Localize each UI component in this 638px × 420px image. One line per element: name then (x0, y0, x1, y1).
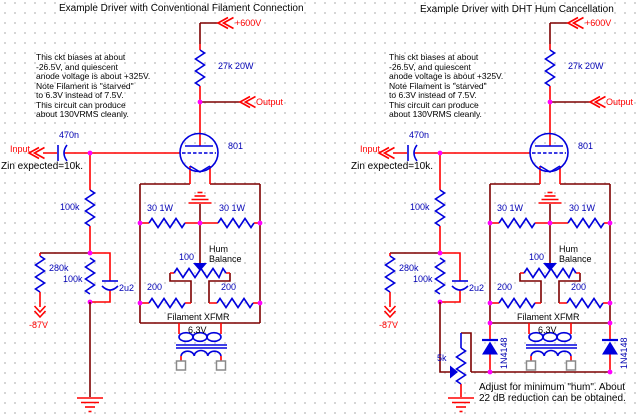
right-circuit-hum-cancel-extras (439, 302, 620, 413)
right-hum-pot-name: Hum Balance (559, 244, 592, 264)
right-title: Example Driver with DHT Hum Cancellation (420, 4, 614, 15)
left-zin-note: Zin expected=10k. (1, 161, 83, 172)
left-title: Example Driver with Conventional Filamen… (59, 3, 304, 14)
right-r200-right-value: 200 (571, 282, 587, 292)
left-tube-value: 801 (228, 141, 244, 151)
left-hum-pot-value: 100 (179, 252, 195, 262)
right-input-label: Input (360, 144, 381, 154)
left-xfmr-name: Filament XFMR (167, 312, 230, 322)
left-r200-left-value: 200 (147, 282, 163, 292)
left-hv-label: +600V (235, 18, 262, 28)
left-r100k-lower-value: 100k (63, 274, 83, 284)
right-zin-note: Zin expected=10k. (351, 161, 433, 172)
right-bypass-cap-value: 2u2 (469, 283, 485, 293)
left-input-cap-value: 470n (59, 130, 80, 140)
left-anode-resistor-value: 27k 20W (218, 61, 254, 71)
right-diode-right-value: 1N4148 (619, 337, 629, 369)
left-circuit-ground-leg (76, 302, 104, 413)
left-r200-right-value: 200 (221, 282, 237, 292)
right-diode-left-value: 1N4148 (499, 337, 509, 369)
right-hum-pot-value: 100 (529, 252, 545, 262)
right-input-cap-value: 470n (409, 130, 430, 140)
right-fil-res-left-value: 30 1W (497, 203, 524, 213)
right-pot-5k-value: 5k (437, 353, 447, 363)
left-grid-resistor-value: 100k (60, 202, 80, 212)
ground-icon (447, 397, 475, 413)
right-fil-res-right-value: 30 1W (569, 203, 596, 213)
right-anode-resistor-value: 27k 20W (568, 61, 604, 71)
left-bias-label: -87V (29, 320, 49, 330)
right-tube-value: 801 (578, 141, 594, 151)
right-grid-resistor-value: 100k (410, 202, 430, 212)
diode-left-symbol (480, 338, 500, 356)
right-adjust-note: Adjust for minimum "hum". About 22 dB re… (479, 382, 626, 404)
right-output-label: Output (606, 97, 634, 107)
left-bypass-cap-value: 2u2 (119, 283, 135, 293)
left-xfmr-voltage: 6.3V (188, 325, 207, 335)
right-bias-label: -87V (379, 320, 399, 330)
pot-5k-symbol (455, 347, 467, 385)
left-input-label: Input (10, 144, 31, 154)
right-r280k-value: 280k (399, 263, 419, 273)
diode-right-symbol (600, 338, 620, 356)
left-r280k-value: 280k (49, 263, 69, 273)
right-note: This ckt biases at about -26.5V, and qui… (389, 52, 504, 119)
pot-5k-wiper-arrow (450, 365, 458, 379)
left-note: This ckt biases at about -26.5V, and qui… (36, 52, 151, 119)
right-xfmr-voltage: 6.3V (538, 325, 557, 335)
left-fil-res-right-value: 30 1W (219, 203, 246, 213)
right-xfmr-name: Filament XFMR (517, 312, 580, 322)
right-hv-label: +600V (585, 18, 612, 28)
left-fil-res-left-value: 30 1W (147, 203, 174, 213)
left-output-label: Output (256, 97, 284, 107)
left-hum-pot-name: Hum Balance (209, 244, 242, 264)
ground-icon (76, 397, 104, 413)
right-r200-left-value: 200 (497, 282, 513, 292)
right-r100k-lower-value: 100k (413, 274, 433, 284)
